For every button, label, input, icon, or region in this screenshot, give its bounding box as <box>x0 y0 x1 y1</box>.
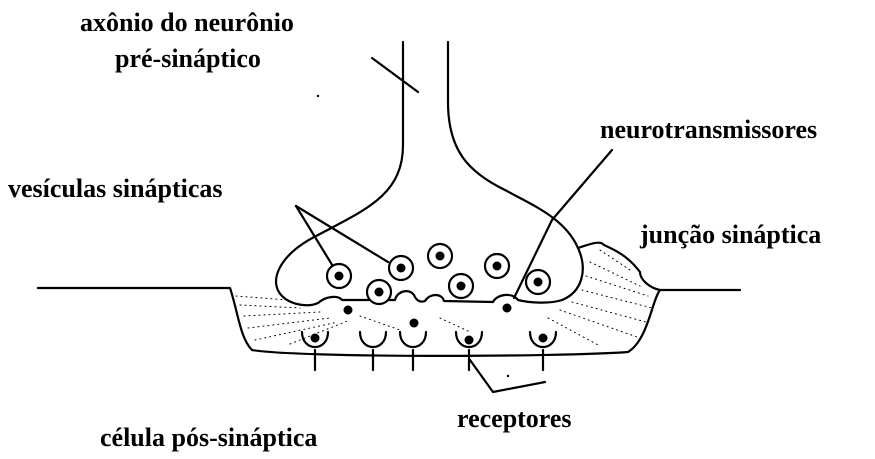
receptor <box>360 332 386 370</box>
vesicle-contents <box>335 252 543 297</box>
axon-label-line-1: axônio do neurônio <box>80 10 294 36</box>
vesicles-pointer-line-2 <box>296 206 388 262</box>
axon-label-line-2: pré-sináptico <box>115 46 261 72</box>
postsynaptic-cell-label: célula pós-sináptica <box>100 425 317 451</box>
bound-neurotransmitters <box>311 334 548 345</box>
presynaptic-terminal-outline <box>276 42 583 305</box>
receptor <box>400 332 426 370</box>
vesicles-pointer-line-1 <box>296 206 334 268</box>
synaptic-vesicles-label: vesículas sinápticas <box>8 176 223 202</box>
synaptic-junction-bump <box>578 243 660 290</box>
neurotransmitters-label: neurotransmissores <box>600 117 817 143</box>
released-neurotransmitters <box>344 304 512 328</box>
synaptic-junction-label: junção sináptica <box>640 222 821 248</box>
receptors <box>302 332 556 370</box>
axon-pointer-line <box>372 58 418 92</box>
receptors-label: receptores <box>457 406 572 432</box>
